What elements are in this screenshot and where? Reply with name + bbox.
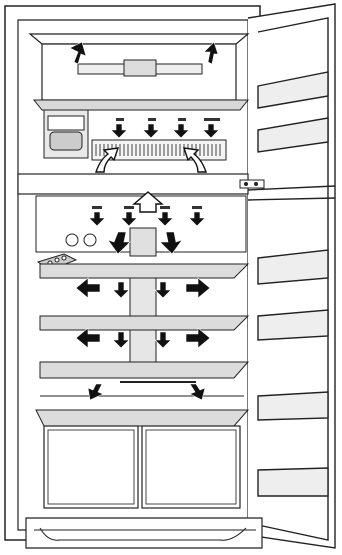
ice-tray — [44, 110, 88, 158]
open-door — [248, 4, 335, 548]
fridge-compartment — [26, 196, 262, 548]
fridge-shelf-2 — [40, 316, 248, 330]
base-grille — [26, 518, 262, 548]
freezer-shelf — [34, 100, 248, 110]
crisper-drawer-right — [142, 426, 240, 508]
fridge-shelf-1 — [40, 264, 248, 278]
crisper-drawer-left — [44, 426, 138, 508]
air-duct — [130, 228, 156, 256]
fridge-shelf-3 — [40, 362, 248, 378]
compartment-divider — [18, 174, 264, 194]
